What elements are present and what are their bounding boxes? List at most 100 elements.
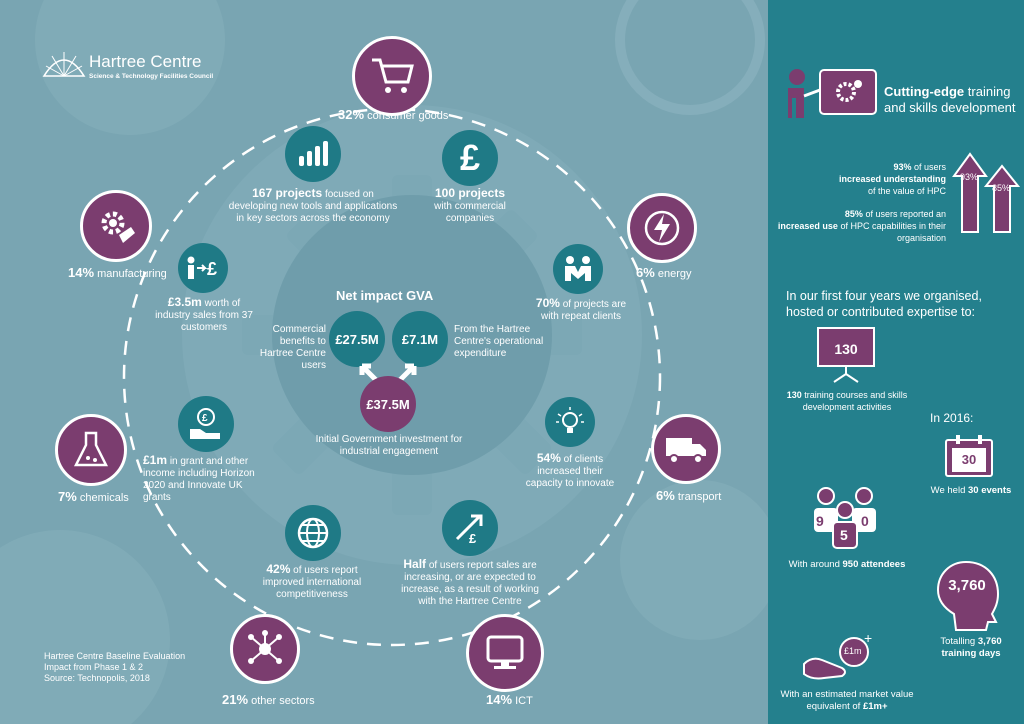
lightning-icon	[644, 210, 680, 246]
sector-label: ICT	[515, 695, 533, 707]
lightbulb-icon	[556, 407, 584, 433]
trainer-icon	[788, 69, 877, 118]
stat-competitiveness-icon-circle	[285, 505, 341, 561]
sector-pct: 21%	[222, 692, 249, 707]
sector-pct: 6%	[636, 265, 655, 280]
courses-text: 130 training courses and skills developm…	[786, 390, 908, 412]
gva-operational-value: £7.1M	[401, 331, 439, 347]
training-heading: Cutting-edge training and skills develop…	[884, 84, 1016, 115]
head-value: 3,760	[948, 577, 986, 594]
svg-text:£: £	[207, 259, 217, 279]
up-arrows-icon	[952, 152, 1020, 233]
stat-projects-icon-circle	[285, 126, 341, 182]
attendee-digit-0: 0	[861, 513, 869, 529]
sector-other	[230, 614, 300, 684]
stat-grant-income: £1m in grant and other income including …	[143, 453, 255, 503]
brand-subtitle: Science & Technology Facilities Council	[89, 73, 214, 80]
gva-operational-circle: £7.1M	[392, 311, 448, 367]
gva-commercial-circle: £27.5M	[329, 311, 385, 367]
handshake-icon	[565, 256, 591, 281]
presentation-board-icon	[817, 327, 875, 383]
money-hand-icon: £	[190, 408, 220, 439]
stat-sales-increasing: Half of users report sales are increasin…	[401, 557, 539, 607]
sector-label: transport	[677, 491, 722, 503]
source-line: Source: Technopolis, 2018	[44, 673, 150, 683]
head-icon	[936, 560, 1000, 631]
arrow-85-label: 85%	[992, 183, 1011, 193]
sector-label: manufacturing	[97, 268, 167, 280]
sector-pct: 32%	[338, 107, 365, 122]
sector-chemicals	[55, 414, 127, 486]
stat-competitiveness: 42% of users report improved internation…	[262, 562, 362, 600]
gva-commercial-value: £27.5M	[335, 331, 379, 347]
computer-icon	[486, 635, 524, 669]
bar-chart-icon	[299, 141, 328, 166]
stat-innovate-icon-circle	[545, 397, 595, 447]
source-line: Hartree Centre Baseline Evaluation	[44, 651, 186, 661]
money-plus: +	[864, 630, 873, 646]
gear-hand-icon	[101, 211, 135, 243]
gva-government-value: £37.5M	[366, 396, 410, 412]
sector-manufacturing	[80, 190, 152, 262]
attendees-text: With around 950 attendees	[788, 559, 906, 570]
stat-167-projects: 167 projects focused on developing new t…	[228, 186, 398, 224]
attendees-icon	[814, 487, 876, 549]
svg-text:£: £	[202, 413, 208, 424]
market-value-text: With an estimated market value equivalen…	[780, 689, 914, 712]
pound-icon: £	[459, 137, 481, 178]
infographic-main: Hartree Centre Science & Technology Faci…	[42, 0, 765, 707]
in-2016-label: In 2016:	[930, 411, 974, 425]
sector-label: consumer goods	[367, 110, 449, 122]
money-badge: £1m	[844, 646, 862, 656]
sector-label: other sectors	[251, 695, 315, 707]
calendar-icon	[945, 435, 993, 477]
attendee-digit-5: 5	[840, 527, 848, 543]
stat-innovate: 54% of clients increased their capacity …	[525, 451, 615, 489]
sector-pct: 14%	[486, 692, 513, 707]
arrow-93-label: 93%	[960, 172, 979, 182]
sector-label: chemicals	[79, 492, 129, 504]
person-pound-icon: £	[187, 256, 217, 279]
sector-transport	[651, 414, 721, 484]
source-note: Hartree Centre Baseline Evaluation Impac…	[44, 651, 185, 684]
source-line: Impact from Phase 1 & 2	[44, 662, 144, 672]
intro-text: In our first four years we organised, ho…	[786, 289, 982, 319]
truck-icon	[666, 438, 706, 464]
cart-icon	[372, 58, 414, 93]
events-text: We held 30 events	[930, 485, 1012, 496]
sector-pct: 7%	[58, 489, 77, 504]
center-title: Net impact GVA	[336, 288, 434, 303]
sector-label: energy	[657, 268, 692, 280]
network-icon	[248, 630, 282, 664]
sector-pct: 6%	[656, 488, 675, 503]
calendar-value: 30	[961, 452, 977, 467]
sector-consumer-goods	[352, 36, 432, 116]
stat-sales-icon-circle: £	[442, 500, 498, 556]
brand-name: Hartree Centre	[89, 52, 202, 71]
gva-government-circle: £37.5M	[360, 376, 416, 432]
growth-icon: £	[455, 514, 483, 545]
sector-energy	[627, 193, 697, 263]
stat-industry-sales-icon-circle: £	[178, 243, 228, 293]
stat-repeat-clients: 70% of projects are with repeat clients	[535, 296, 627, 322]
stat-grant-icon-circle: £	[178, 396, 234, 452]
sector-ict	[466, 614, 544, 692]
money-hand-icon	[803, 637, 869, 680]
sector-pct: 14%	[68, 265, 95, 280]
gva-bottom-text: Initial Government investment for indust…	[315, 434, 463, 457]
globe-icon	[297, 517, 329, 549]
board-value: 130	[834, 341, 858, 357]
hartree-logo-icon	[42, 52, 86, 77]
training-panel: Cutting-edge training and skills develop…	[768, 0, 1024, 724]
attendee-digit-9: 9	[816, 513, 824, 529]
stat-repeat-icon-circle	[553, 244, 603, 294]
stat-industry-sales: £3.5m worth of industry sales from 37 cu…	[155, 295, 253, 333]
svg-text:£: £	[469, 531, 477, 545]
stat-commercial-icon-circle: £	[442, 130, 498, 186]
flask-icon	[73, 431, 109, 467]
gva-right-text: From the Hartree Centre's operational ex…	[454, 324, 544, 359]
